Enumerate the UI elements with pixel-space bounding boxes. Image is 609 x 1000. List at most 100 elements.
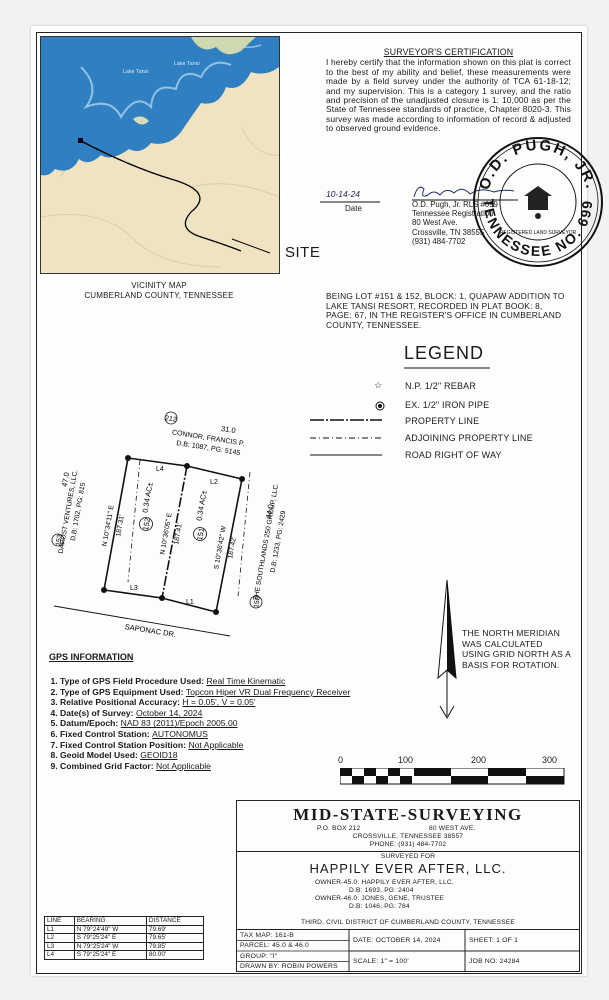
surveyor-line: O.D. Pugh, Jr. RLS #699 (412, 200, 498, 209)
line-table-header-cell: BEARING (73, 916, 147, 926)
line-distance: 79.69' (145, 924, 205, 935)
lot-212-circle (164, 411, 178, 425)
scale-label: 300 (542, 755, 558, 765)
surveyor-line: 80 West Ave. (412, 218, 458, 228)
line-table: LINE BEARING DISTANCE L1 N 79°24'49" W 7… (44, 916, 205, 960)
scale-bar (340, 768, 565, 785)
legend-rebar-icon: ☆ (374, 380, 383, 390)
lot-153-dimension: 47.0 (60, 472, 71, 488)
company-po-box: P.O. BOX 212 (317, 825, 361, 832)
lake-label: Lake Tansi (123, 69, 149, 75)
adjoining-line-left (127, 459, 141, 583)
seal-emblem-icon (524, 186, 552, 219)
lot-151-circle (193, 527, 207, 541)
owner-line: OWNER-46.0: JONES, GENE, TRUSTEE (315, 895, 445, 902)
surveyor-certification: SURVEYOR'S CERTIFICATION I hereby certif… (326, 47, 571, 134)
gps-item: Datum/Epoch: NAD 83 (2011)/Epoch 2005.00 (60, 718, 390, 729)
iron-pin-icon (159, 595, 165, 601)
iron-pin-icon (125, 455, 131, 461)
surveyor-line: Tennessee Registration (412, 209, 494, 219)
line-label-l3: L3 (130, 585, 138, 592)
line-label-l4: L4 (156, 466, 164, 473)
date-label: Date (345, 204, 362, 213)
site-leader-line (231, 238, 271, 254)
iron-pin-icon (101, 587, 107, 593)
owner-line: D.B: 1693, PG: 2404 (349, 887, 414, 894)
title-block: MID-STATE-SURVEYING P.O. BOX 212 80 WEST… (236, 800, 580, 972)
north-meridian-note: THE NORTH MERIDIAN WAS CALCULATED USING … (462, 628, 571, 670)
table-row: L4 S 79°25'24" E 80.00' (44, 950, 205, 960)
certification-title: SURVEYOR'S CERTIFICATION (383, 47, 514, 57)
plat-drawing: 212 31.0 CONNOR, FRANCIS P. D.B: 1087, P… (51, 411, 287, 639)
property-line-east (215, 478, 243, 613)
job-number: JOB NO: 24284 (469, 958, 520, 965)
lot-152-area: 0.34 AC± (140, 482, 154, 514)
line-id: L3 (44, 941, 75, 952)
surveyor-line: Crossville, TN 38555 (412, 227, 485, 237)
surveyor-line: (931) 484-7702 (412, 236, 466, 246)
sheet-number: SHEET: 1 OF 1 (469, 937, 519, 944)
distance-west: 187.31' (115, 514, 126, 537)
line-table-header-cell: DISTANCE (145, 916, 205, 926)
line-distance: 79.85' (145, 941, 205, 952)
lot-153-circle (51, 533, 65, 547)
site-label: SITE (285, 244, 321, 261)
iron-pin-icon (213, 609, 219, 615)
drawing-border (36, 32, 582, 974)
lot-division-line (161, 465, 188, 599)
lot-152-circle (139, 517, 153, 531)
line-table-header: LINE BEARING DISTANCE (44, 916, 205, 926)
scale-label: 0 (338, 755, 344, 765)
lot-151-number: 151 (195, 527, 206, 541)
distance-east: 187.42' (227, 536, 238, 559)
lot-212-number: 212 (164, 415, 177, 424)
line-bearing: N 79°24'49" W (73, 924, 147, 935)
group: GROUP: "I" (240, 952, 278, 960)
legend-label: EX. 1/2" IRON PIPE (405, 400, 490, 410)
line-id: L2 (44, 933, 75, 943)
adjoining-line-right (237, 471, 251, 597)
civil-district: THIRD, CIVIL DISTRICT OF CUMBERLAND COUN… (300, 919, 516, 926)
line-id: L4 (44, 950, 75, 960)
drawing-scale: SCALE: 1" = 100' (353, 958, 409, 965)
gps-title: GPS INFORMATION (49, 652, 134, 662)
property-line-top (127, 457, 243, 480)
distance-middle: 187.41' (173, 522, 184, 545)
tax-map: TAX MAP: 161-B (240, 931, 295, 939)
surveyor-seal: O.D. PUGH, JR. TENNESSEE NO. 699 REGISTE… (473, 137, 603, 267)
legend-title-underline (404, 367, 490, 369)
line-distance: 79.65' (145, 933, 205, 943)
surveyed-for-label: SURVEYED FOR (380, 853, 436, 860)
vicinity-map-caption: VICINITY MAP CUMBERLAND COUNTY, TENNESSE… (40, 281, 278, 301)
road-name: SAPONAC DR. (124, 622, 176, 639)
company-phone: PHONE: (931) 484-7702 (369, 841, 447, 848)
company-street: 80 WEST AVE. (429, 825, 476, 832)
gps-item: Fixed Control Station Position: Not Appl… (60, 740, 390, 751)
lake-label: Lake Tansi (174, 61, 200, 67)
signed-date: 10-14-24 (326, 189, 361, 199)
title-block-divider (237, 851, 579, 852)
legend-line-samples (310, 419, 382, 456)
road-right-of-way (53, 605, 231, 637)
vicinity-map-graphic (41, 37, 279, 273)
survey-date: DATE: OCTOBER 14, 2024 (353, 937, 441, 944)
scale-label: 200 (471, 755, 487, 765)
gps-item: Combined Grid Factor: Not Applicable (60, 761, 390, 772)
lot-description: BEING LOT #151 & 152, BLOCK: 1, QUAPAW A… (326, 291, 565, 330)
lot-151-area: 0.34 AC± (194, 490, 208, 522)
lot-150-number: 150 (253, 596, 262, 609)
legend-label: ROAD RIGHT OF WAY (405, 450, 502, 460)
property-line-west (103, 457, 129, 591)
date-underline (320, 201, 380, 203)
title-block-grid: TAX MAP: 161-B PARCEL: 45.0 & 46.0 GROUP… (237, 929, 579, 972)
scale-label: 100 (398, 755, 414, 765)
line-distance: 80.00' (145, 950, 205, 960)
gps-list: Type of GPS Field Procedure Used: Real T… (40, 676, 390, 771)
gps-item: Date(s) of Survey: October 14, 2024 (60, 708, 390, 719)
gps-item: Type of GPS Equipment Used: Topcon Hiper… (60, 687, 390, 698)
title-block-grid-lines (237, 930, 579, 972)
owner-line: D.B: 1046, PG: 784 (349, 903, 410, 910)
line-bearing: S 79°25'24" E (73, 933, 147, 943)
legend-label: N.P. 1/2" REBAR (405, 381, 477, 391)
iron-pin-icons (101, 455, 245, 615)
